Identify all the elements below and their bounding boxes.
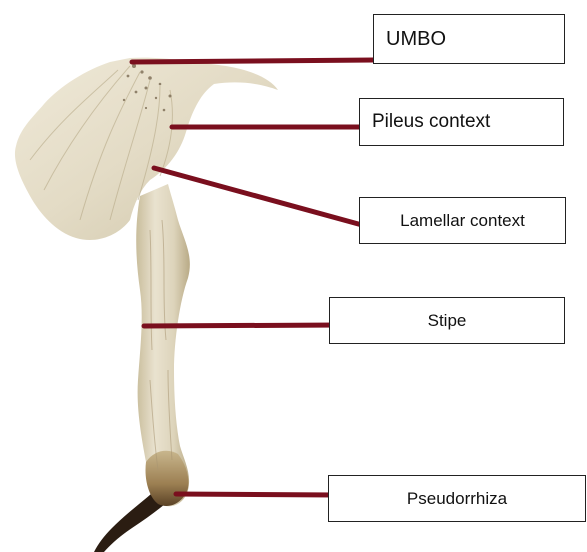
label-lamellar-context: Lamellar context (359, 197, 566, 244)
label-umbo: UMBO (373, 14, 565, 64)
leader-line-lamellar (154, 168, 362, 225)
label-stipe-text: Stipe (428, 311, 467, 331)
leader-line-umbo (132, 60, 374, 62)
label-stipe: Stipe (329, 297, 565, 344)
label-lamellar-context-text: Lamellar context (400, 211, 525, 231)
leader-line-pseudorrhiza (176, 494, 336, 495)
label-umbo-text: UMBO (386, 28, 446, 51)
label-pileus-context: Pileus context (359, 98, 564, 146)
label-pseudorrhiza: Pseudorrhiza (328, 475, 586, 522)
label-pseudorrhiza-text: Pseudorrhiza (407, 489, 507, 509)
label-pileus-context-text: Pileus context (372, 111, 490, 133)
leader-line-stipe (144, 325, 340, 326)
